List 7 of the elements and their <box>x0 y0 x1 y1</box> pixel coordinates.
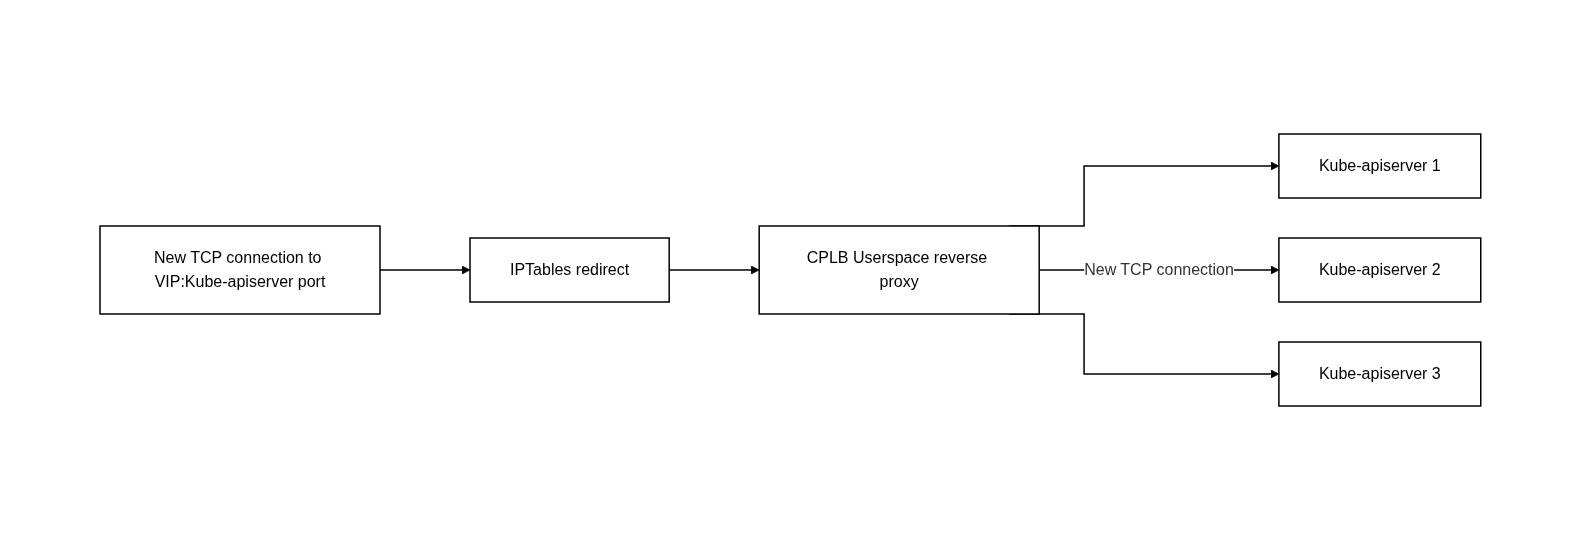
node-box: Kube-apiserver 2 <box>1277 237 1482 303</box>
node-box: CPLB Userspace reverse proxy <box>758 225 1040 315</box>
node-box: New TCP connection to VIP:Kube-apiserver port <box>98 225 381 315</box>
node-box: Kube-apiserver 1 <box>1277 133 1482 199</box>
node-box: IPTables redirect <box>468 237 670 303</box>
edge-label: New TCP connection <box>1083 261 1234 278</box>
node-box: Kube-apiserver 3 <box>1277 341 1482 407</box>
